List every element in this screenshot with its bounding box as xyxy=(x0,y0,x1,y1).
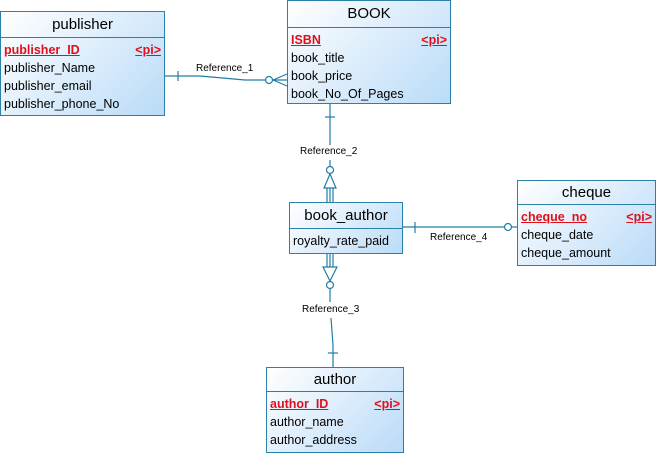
attribute: book_title xyxy=(291,51,345,65)
attribute: author_name xyxy=(270,415,344,429)
primary-key-attribute: publisher_ID <pi> xyxy=(4,41,161,59)
pk-tag: <pi> xyxy=(374,397,400,411)
attribute: royalty_rate_paid xyxy=(293,234,389,248)
pk-tag: <pi> xyxy=(421,33,447,47)
reference-2-line[interactable] xyxy=(323,104,337,202)
attribute: publisher_email xyxy=(4,79,92,93)
entity-book[interactable]: BOOK ISBN <pi> book_title book_price boo… xyxy=(287,0,451,104)
attribute: author_address xyxy=(270,433,357,447)
primary-key-attribute: author_ID <pi> xyxy=(270,395,400,413)
primary-key-attribute: cheque_no <pi> xyxy=(521,208,652,226)
entity-publisher[interactable]: publisher publisher_ID <pi> publisher_Na… xyxy=(0,11,165,116)
primary-key-attribute: ISBN <pi> xyxy=(291,31,447,49)
attribute: cheque_date xyxy=(521,228,594,242)
attribute: book_price xyxy=(291,69,353,83)
reference-1-line[interactable] xyxy=(165,71,288,87)
attribute-name: publisher_ID xyxy=(4,43,80,57)
attribute: cheque_amount xyxy=(521,246,611,260)
pk-tag: <pi> xyxy=(135,43,161,57)
reference-2-label: Reference_2 xyxy=(300,146,358,157)
attribute: publisher_phone_No xyxy=(4,97,120,111)
entity-title: book_author xyxy=(290,203,402,229)
attribute: book_No_Of_Pages xyxy=(291,87,404,101)
reference-4-label: Reference_4 xyxy=(430,232,488,243)
attribute: publisher_Name xyxy=(4,61,96,75)
attribute-name: ISBN xyxy=(291,33,321,47)
reference-4-line[interactable] xyxy=(403,222,517,233)
reference-1-label: Reference_1 xyxy=(196,63,254,74)
reference-3-line[interactable] xyxy=(322,254,338,367)
attribute-name: author_ID xyxy=(270,397,329,411)
reference-3-label: Reference_3 xyxy=(302,304,360,315)
entity-title: publisher xyxy=(1,12,164,38)
attribute-name: cheque_no xyxy=(521,210,587,224)
entity-cheque[interactable]: cheque cheque_no <pi> cheque_date cheque… xyxy=(517,180,656,266)
entity-title: BOOK xyxy=(288,1,450,28)
entity-author[interactable]: author author_ID <pi> author_name author… xyxy=(266,367,404,453)
entity-title: cheque xyxy=(518,181,655,205)
entity-title: author xyxy=(267,368,403,392)
pk-tag: <pi> xyxy=(626,210,652,224)
entity-book-author[interactable]: book_author royalty_rate_paid xyxy=(289,202,403,254)
